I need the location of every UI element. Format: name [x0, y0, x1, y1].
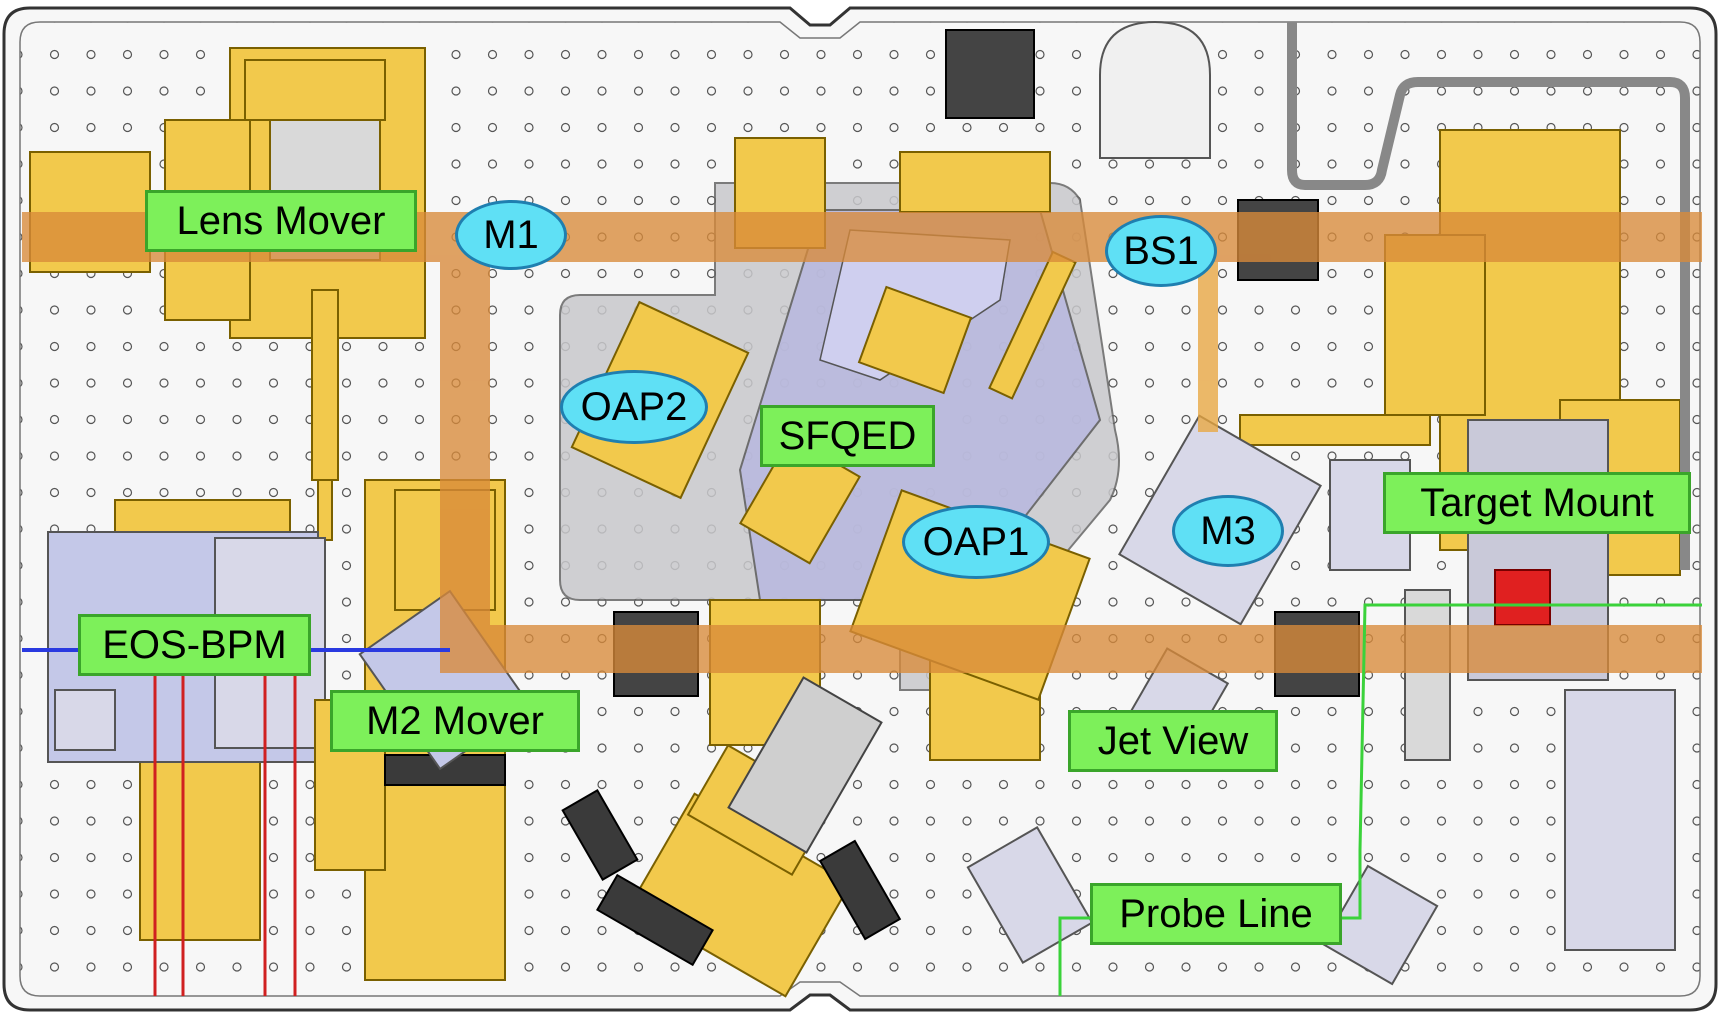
probe-line-label: Probe Line	[1090, 883, 1342, 945]
m2-mover-label: M2 Mover	[330, 690, 580, 752]
dome-housing	[1099, 20, 1211, 159]
jet-view-label: Jet View	[1068, 710, 1278, 772]
beamsplitter-bs1-label: BS1	[1105, 215, 1217, 287]
lens-mover-label: Lens Mover	[145, 190, 417, 252]
mirror-oap2-label: OAP2	[560, 370, 708, 444]
gas-line	[1287, 22, 1690, 570]
mirror-m3-label: M3	[1172, 495, 1284, 567]
mirror-oap1-label: OAP1	[902, 505, 1050, 579]
probe-gold-mount	[596, 676, 883, 998]
eos-bpm-label: EOS-BPM	[78, 614, 311, 676]
target-mount-label: Target Mount	[1383, 472, 1691, 534]
red-cables	[153, 670, 297, 996]
sfqed-label: SFQED	[760, 405, 935, 467]
bracket-parts	[561, 788, 902, 941]
mirror-m1-label: M1	[455, 200, 567, 270]
